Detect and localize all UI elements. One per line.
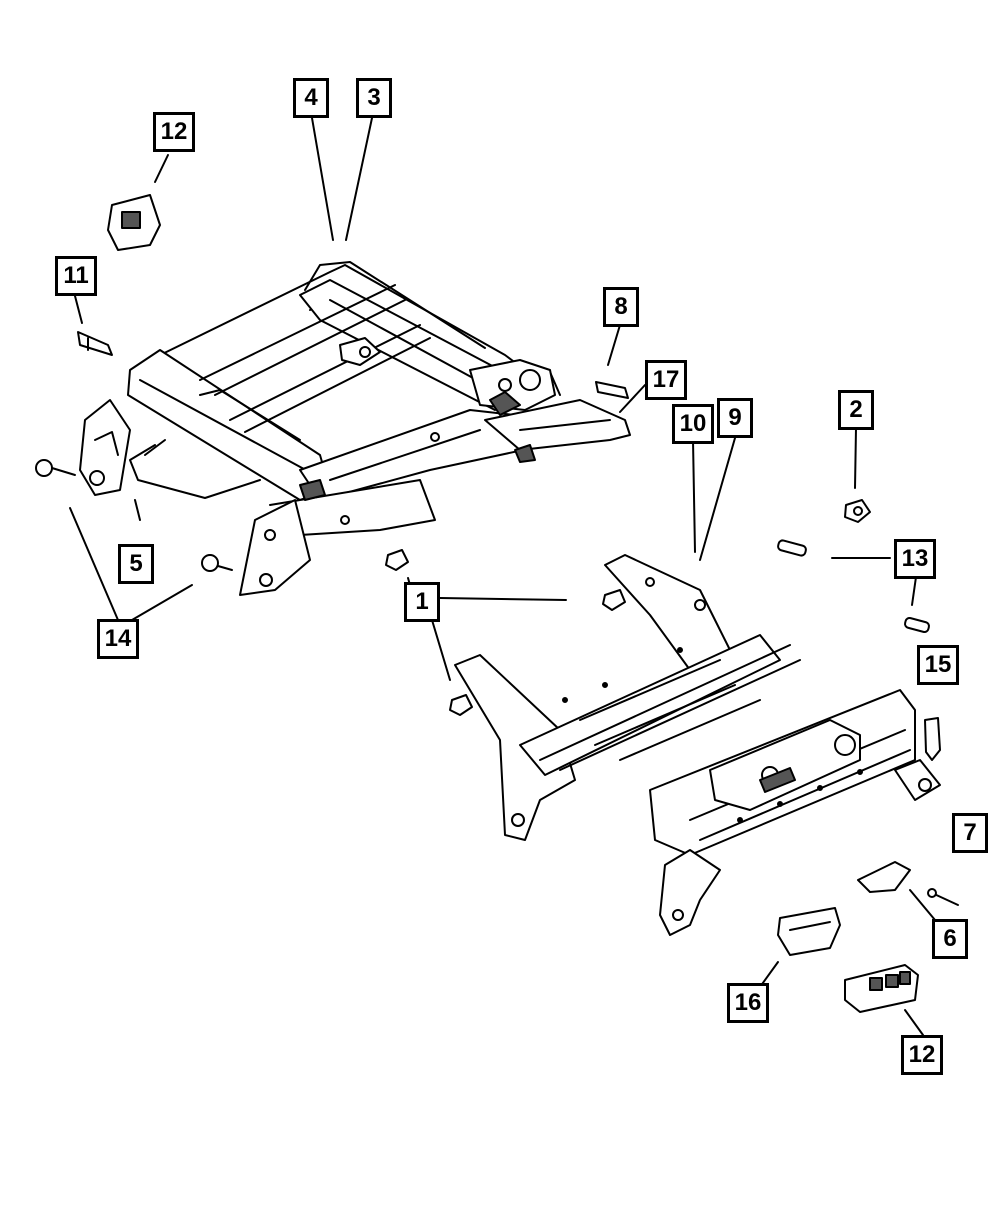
callout-6: 6: [932, 919, 968, 959]
callout-17: 17: [645, 360, 687, 400]
callout-1: 1: [404, 582, 440, 622]
callout-9: 9: [717, 398, 753, 438]
callout-3: 3: [356, 78, 392, 118]
callout-12-bottom: 12: [901, 1035, 943, 1075]
callout-2: 2: [838, 390, 874, 430]
callout-13: 13: [894, 539, 936, 579]
callout-7: 7: [952, 813, 988, 853]
callout-12-top: 12: [153, 112, 195, 152]
lower-seat-adjuster-frame: [454, 554, 941, 936]
callout-5: 5: [118, 544, 154, 584]
loose-hardware: [35, 194, 959, 1013]
callout-14: 14: [97, 619, 139, 659]
callout-8: 8: [603, 287, 639, 327]
callout-10: 10: [672, 404, 714, 444]
callout-16: 16: [727, 983, 769, 1023]
callout-15: 15: [917, 645, 959, 685]
leader-lines: [69, 117, 936, 1036]
upper-seat-adjuster-frame: [79, 261, 631, 596]
callout-11: 11: [55, 256, 97, 296]
callout-4: 4: [293, 78, 329, 118]
